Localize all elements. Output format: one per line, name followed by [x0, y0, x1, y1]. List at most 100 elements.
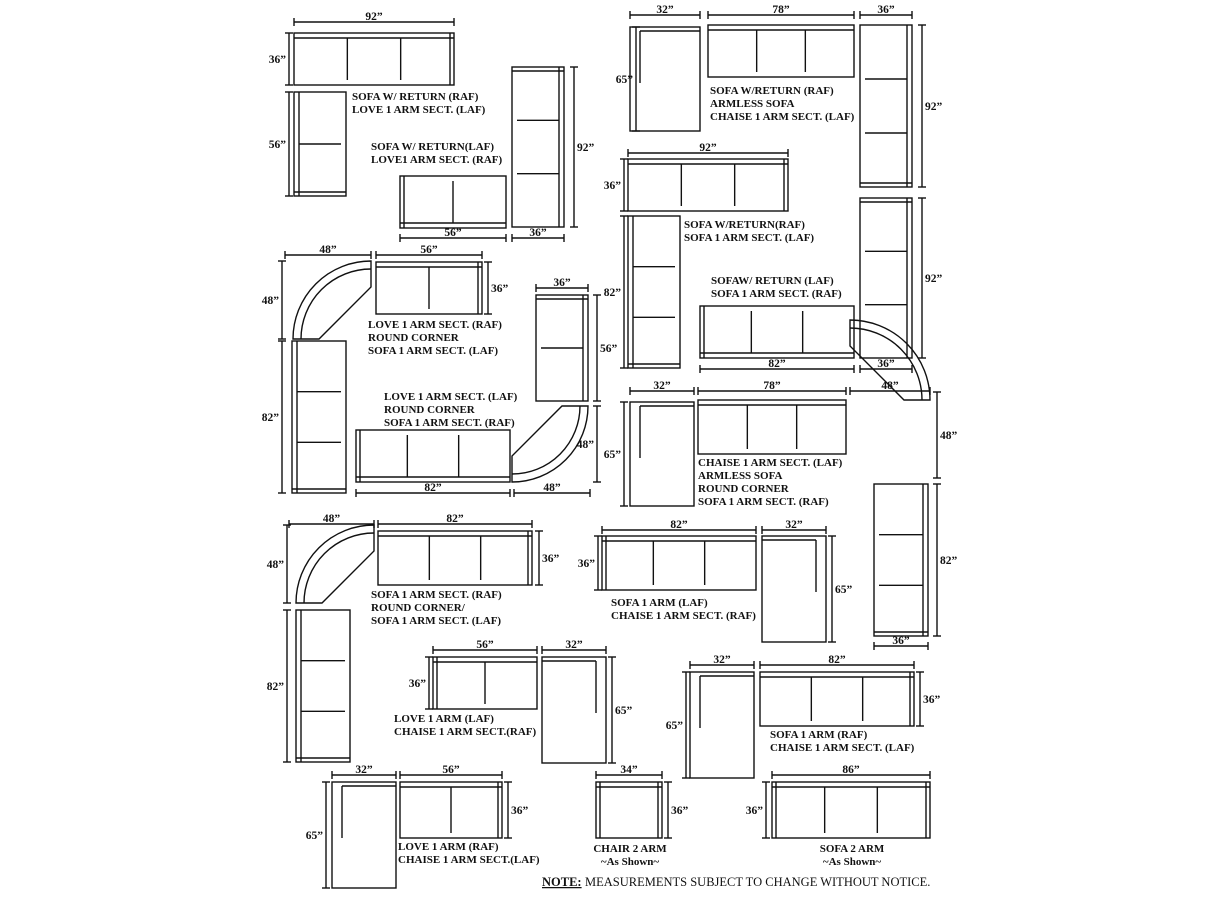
- dim-k-36: 36”: [409, 678, 427, 690]
- dim-f-48: 48”: [319, 244, 337, 256]
- label-i-line-2: ROUND CORNER/: [371, 602, 466, 614]
- chair-n: [595, 781, 663, 839]
- love-k: [432, 656, 538, 710]
- chaise-k: [541, 656, 607, 764]
- label-e-line-2: SOFA 1 ARM SECT. (RAF): [711, 288, 842, 300]
- sofa-e2: [699, 305, 855, 359]
- dim-d-82: 82”: [604, 287, 622, 299]
- sofa-f: [291, 340, 347, 494]
- corner-inner-arc: [300, 268, 372, 340]
- dim-a-36: 36”: [269, 54, 287, 66]
- label-h-line-3: ROUND CORNER: [698, 483, 790, 495]
- dim-i-36: 36”: [542, 553, 560, 565]
- label-h-line-4: SOFA 1 ARM SECT. (RAF): [698, 496, 829, 508]
- dim-g-56: 56”: [600, 343, 618, 355]
- dim-d-36: 36”: [604, 180, 622, 192]
- dim-h-82: 82”: [940, 555, 958, 567]
- love-m: [399, 781, 503, 839]
- dim-a-92: 92”: [365, 11, 383, 23]
- dim-b-36: 36”: [529, 227, 547, 239]
- dim-i-82: 82”: [446, 513, 464, 525]
- dim-i-48: 48”: [323, 513, 341, 525]
- dim-o-86: 86”: [842, 764, 860, 776]
- dim-e-92: 92”: [925, 273, 943, 285]
- label-g-line-1: LOVE 1 ARM SECT. (LAF): [384, 391, 518, 403]
- dim-k-56: 56”: [476, 639, 494, 651]
- dim-h-65: 65”: [604, 449, 622, 461]
- dim-d-92: 92”: [699, 142, 717, 154]
- armless-c: [707, 24, 855, 78]
- dim-f-48v: 48”: [262, 295, 280, 307]
- sofa-i: [377, 530, 533, 586]
- dim-a-56: 56”: [269, 139, 287, 151]
- sofa-j: [601, 535, 757, 591]
- dim-e-82: 82”: [768, 358, 786, 370]
- dim-b-92: 92”: [577, 142, 595, 154]
- label-j-line-1: SOFA 1 ARM (LAF): [611, 597, 708, 609]
- dim-m-32: 32”: [355, 764, 373, 776]
- corner-inner-arc: [511, 405, 581, 475]
- label-e-line-1: SOFAW/ RETURN (LAF): [711, 275, 834, 287]
- sofa-b: [511, 66, 565, 228]
- label-f-line-3: SOFA 1 ARM SECT. (LAF): [368, 345, 498, 357]
- label-i-line-3: SOFA 1 ARM SECT. (LAF): [371, 615, 501, 627]
- label-d-line-1: SOFA W/RETURN(RAF): [684, 219, 805, 231]
- dim-j-65: 65”: [835, 584, 853, 596]
- corner-i: [295, 524, 375, 604]
- corner-inner-arc: [303, 532, 375, 604]
- dim-h-48v: 48”: [940, 430, 958, 442]
- dim-o-36: 36”: [746, 805, 764, 817]
- dim-l-65: 65”: [666, 720, 684, 732]
- label-k-line-1: LOVE 1 ARM (LAF): [394, 713, 494, 725]
- corner-inner-arc: [849, 327, 923, 401]
- sofa-c: [859, 24, 913, 188]
- label-f-line-1: LOVE 1 ARM SECT. (RAF): [368, 319, 502, 331]
- label-c-line-1: SOFA W/RETURN (RAF): [710, 85, 834, 97]
- sofa-d: [627, 158, 789, 212]
- sofa-g: [355, 429, 511, 483]
- dim-i-82: 82”: [267, 681, 285, 693]
- dim-n-36: 36”: [671, 805, 689, 817]
- label-i-line-1: SOFA 1 ARM SECT. (RAF): [371, 589, 502, 601]
- chaise-c: [629, 26, 701, 132]
- love-g: [535, 294, 589, 402]
- dim-i-48v: 48”: [267, 559, 285, 571]
- label-c-line-2: ARMLESS SOFA: [710, 98, 795, 110]
- dim-f-36: 36”: [491, 283, 509, 295]
- drawing-layer: [278, 11, 941, 889]
- label-g-line-2: ROUND CORNER: [384, 404, 476, 416]
- label-o-line-2: ~As Shown~: [823, 856, 881, 868]
- label-o-line-1: SOFA 2 ARM: [820, 843, 885, 855]
- label-n-line-1: CHAIR 2 ARM: [593, 843, 667, 855]
- dim-k-65: 65”: [615, 705, 633, 717]
- chaise-m: [331, 781, 397, 889]
- dim-g-48v: 48”: [577, 439, 595, 451]
- label-m-line-2: CHAISE 1 ARM SECT.(LAF): [398, 854, 540, 866]
- dim-e-36: 36”: [877, 358, 895, 370]
- sofa-i2: [295, 609, 351, 763]
- dim-c-36: 36”: [877, 4, 895, 16]
- dim-m-56: 56”: [442, 764, 460, 776]
- label-d-line-2: SOFA 1 ARM SECT. (LAF): [684, 232, 814, 244]
- love-f: [375, 261, 483, 315]
- label-l-line-1: SOFA 1 ARM (RAF): [770, 729, 868, 741]
- label-h-line-2: ARMLESS SOFA: [698, 470, 783, 482]
- dim-f-82: 82”: [262, 412, 280, 424]
- dim-c-65: 65”: [616, 74, 634, 86]
- dim-h-48: 48”: [881, 380, 899, 392]
- dim-k-32: 32”: [565, 639, 583, 651]
- label-f-line-2: ROUND CORNER: [368, 332, 460, 344]
- label-a-line-2: LOVE 1 ARM SECT. (LAF): [352, 104, 486, 116]
- dim-g-36: 36”: [553, 277, 571, 289]
- label-k-line-2: CHAISE 1 ARM SECT.(RAF): [394, 726, 537, 738]
- chaise-l: [689, 671, 755, 779]
- label-j-line-2: CHAISE 1 ARM SECT. (RAF): [611, 610, 756, 622]
- dim-l-82: 82”: [828, 654, 846, 666]
- dim-c-92: 92”: [925, 101, 943, 113]
- label-n-line-2: ~As Shown~: [601, 856, 659, 868]
- sofa-h: [873, 483, 929, 637]
- chaise-h: [629, 401, 695, 507]
- dim-b-56: 56”: [444, 227, 462, 239]
- label-c-line-3: CHAISE 1 ARM SECT. (LAF): [710, 111, 855, 123]
- dim-j-82: 82”: [670, 519, 688, 531]
